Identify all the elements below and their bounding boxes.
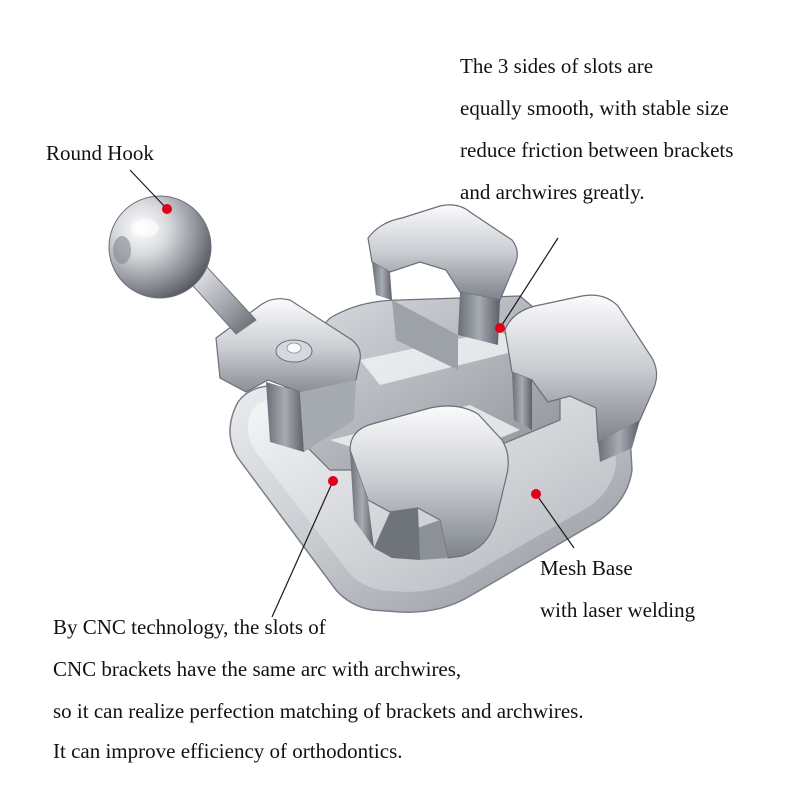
- mesh-base-sublabel: with laser welding: [540, 598, 696, 622]
- marker-mesh: [531, 489, 541, 499]
- mesh-base-label: Mesh Base: [540, 556, 633, 580]
- marker-cnc: [328, 476, 338, 486]
- cnc-note-line-2: CNC brackets have the same arc with arch…: [53, 657, 462, 681]
- leader-lines: [129, 169, 575, 618]
- upper-right-tie-wing: [367, 204, 518, 370]
- round-hook: [108, 195, 257, 335]
- slots-note-line-4: and archwires greatly.: [460, 180, 645, 204]
- leader-line-slots: [499, 237, 559, 329]
- cnc-note-line-3: so it can realize perfection matching of…: [53, 699, 584, 723]
- slots-note-line-1: The 3 sides of slots are: [460, 54, 654, 78]
- cnc-note-line-1: By CNC technology, the slots of: [53, 615, 326, 639]
- hook-mount-block: [215, 298, 361, 452]
- slots-note-line-3: reduce friction between brackets: [460, 138, 734, 162]
- marker-slots: [495, 323, 505, 333]
- leader-line-hook: [129, 169, 168, 210]
- leader-line-cnc: [271, 480, 334, 618]
- slots-note-line-2: equally smooth, with stable size: [460, 96, 729, 120]
- markers: [162, 204, 541, 499]
- right-tie-wing: [504, 294, 658, 462]
- lower-tie-wing: [349, 405, 509, 560]
- marker-hook: [162, 204, 172, 214]
- cnc-note-line-4: It can improve efficiency of orthodontic…: [53, 739, 403, 763]
- leader-line-mesh: [535, 493, 575, 549]
- round-hook-label: Round Hook: [46, 141, 154, 165]
